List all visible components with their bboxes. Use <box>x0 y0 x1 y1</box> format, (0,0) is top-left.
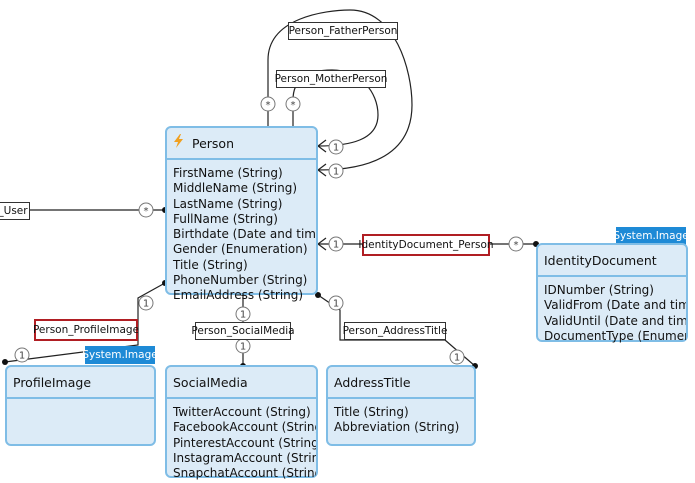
association-label-social-media-text: Person_SocialMedia <box>191 325 295 337</box>
attribute: Birthdate (Date and time) <box>173 227 316 242</box>
association-label-user-text: _User <box>0 205 28 217</box>
lightning-icon <box>173 134 184 152</box>
entity-person[interactable]: Person FirstName (String) MiddleName (St… <box>165 126 318 302</box>
mult-profile-person-one: 1 <box>143 299 149 310</box>
attribute: EmailAddress (String) <box>173 288 304 303</box>
one-arrow-father <box>317 163 327 177</box>
end-dot-address-person <box>315 292 321 298</box>
association-label-social-media[interactable]: Person_SocialMedia <box>191 322 295 340</box>
entity-social-media[interactable]: SocialMedia TwitterAccount (String) Face… <box>165 365 318 481</box>
entity-profile-image-title: ProfileImage <box>13 374 92 390</box>
association-label-mother[interactable]: Person_MotherPerson <box>274 70 388 88</box>
association-label-profile-image-text: Person_ProfileImage <box>32 324 140 336</box>
mult-mother-many: * <box>291 100 296 111</box>
attribute: FullName (String) <box>173 211 278 226</box>
mult-social-person-one: 1 <box>240 310 246 321</box>
association-label-user[interactable]: _User <box>0 202 30 220</box>
attribute: FirstName (String) <box>173 166 283 180</box>
entity-address-title-attributes: Title (String) Abbreviation (String) <box>328 399 474 436</box>
attribute: ValidFrom (Date and time) <box>544 298 686 313</box>
system-image-tag-profile: System.Image <box>82 346 158 364</box>
entity-social-media-header: SocialMedia <box>167 367 316 399</box>
entity-person-header: Person <box>167 128 316 160</box>
entity-identity-document[interactable]: IdentityDocument IDNumber (String) Valid… <box>536 243 688 344</box>
entity-social-media-title: SocialMedia <box>173 374 248 390</box>
association-label-identity-document-text: IdentityDocument_Person <box>358 239 494 251</box>
entity-profile-image-header: ProfileImage <box>7 367 154 399</box>
one-arrow-identity <box>317 237 327 251</box>
profileimage-line <box>4 282 166 363</box>
mult-father-many: * <box>266 100 271 111</box>
one-arrow-mother <box>317 139 327 153</box>
attribute: Title (String) <box>173 257 248 272</box>
attribute: Gender (Enumeration) <box>173 242 308 257</box>
entity-identity-document-title: IdentityDocument <box>544 252 657 268</box>
attribute: ValidUntil (Date and time) <box>544 313 686 328</box>
association-label-profile-image[interactable]: Person_ProfileImage <box>32 319 140 341</box>
attribute: IDNumber (String) <box>544 283 654 297</box>
attribute: Abbreviation (String) <box>334 420 460 435</box>
association-label-address-title-text: Person_AddressTitle <box>342 325 448 337</box>
attribute: PhoneNumber (String) <box>173 273 308 288</box>
system-image-tag-profile-text: System.Image <box>82 349 158 361</box>
mult-identity-one: 1 <box>333 240 339 251</box>
system-image-tag-identity: System.Image <box>613 227 689 245</box>
mult-address-target-one: 1 <box>454 353 460 364</box>
attribute: MiddleName (String) <box>173 181 298 196</box>
association-label-identity-document[interactable]: IdentityDocument_Person <box>358 234 494 256</box>
system-image-tag-identity-text: System.Image <box>613 230 689 242</box>
attribute: DocumentType (Enumer... <box>544 328 686 343</box>
end-dot-profile-target <box>2 359 8 365</box>
attribute: SnapchatAccount (String) <box>173 466 316 481</box>
mult-social-target-one: 1 <box>240 342 246 353</box>
entity-identity-document-header: IdentityDocument <box>538 245 686 277</box>
entity-address-title-header: AddressTitle <box>328 367 474 399</box>
attribute: LastName (String) <box>173 196 283 211</box>
entity-address-title-title: AddressTitle <box>334 374 411 390</box>
mult-father-one: 1 <box>333 167 339 178</box>
attribute: InstagramAccount (String) <box>173 450 316 465</box>
mult-profile-target-one: 1 <box>19 351 25 362</box>
attribute: FacebookAccount (String) <box>173 420 316 435</box>
association-label-address-title[interactable]: Person_AddressTitle <box>342 322 448 340</box>
entity-person-title: Person <box>192 135 235 151</box>
mult-address-person-one: 1 <box>333 299 339 310</box>
entity-identity-document-attributes: IDNumber (String) ValidFrom (Date and ti… <box>538 277 686 344</box>
entity-person-attributes: FirstName (String) MiddleName (String) L… <box>167 160 316 304</box>
mult-mother-one: 1 <box>333 143 339 154</box>
association-label-mother-text: Person_MotherPerson <box>274 73 388 85</box>
attribute: TwitterAccount (String) <box>173 405 311 419</box>
entity-address-title[interactable]: AddressTitle Title (String) Abbreviation… <box>326 365 476 446</box>
mult-identity-many: * <box>514 240 519 251</box>
attribute: Title (String) <box>334 405 409 419</box>
attribute: PinterestAccount (String) <box>173 435 316 450</box>
entity-social-media-attributes: TwitterAccount (String) FacebookAccount … <box>167 399 316 481</box>
association-label-father[interactable]: Person_FatherPerson <box>288 22 398 40</box>
entity-profile-image[interactable]: ProfileImage <box>5 365 156 446</box>
association-label-father-text: Person_FatherPerson <box>288 25 398 37</box>
mult-user-many: * <box>144 206 149 217</box>
